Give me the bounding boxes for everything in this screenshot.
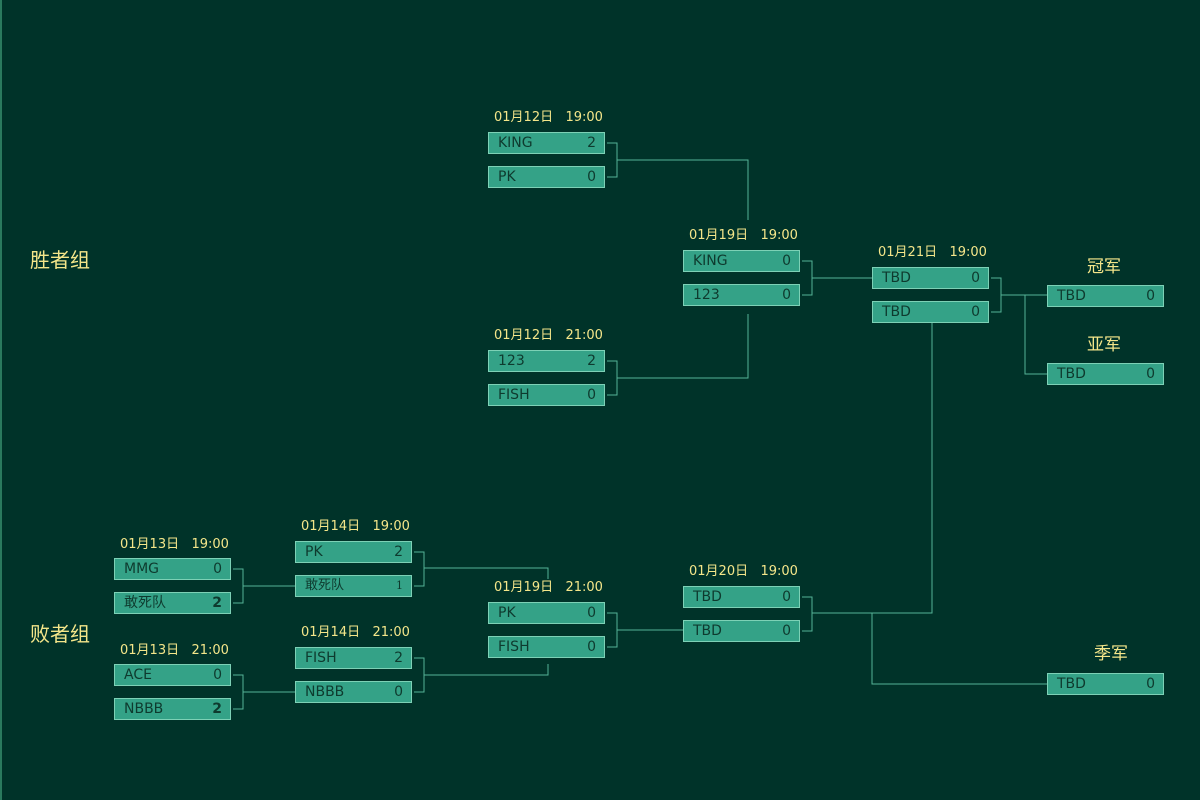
team-name: PK (305, 544, 323, 560)
team-score: 0 (587, 169, 596, 185)
third-place-label: 季军 (1094, 644, 1128, 664)
team-score: 0 (782, 623, 791, 639)
match-time: 01月13日 19:00 (120, 537, 229, 552)
champion-slot[interactable]: TBD 0 (1047, 285, 1164, 307)
team-name: KING (693, 253, 728, 269)
team-score: 0 (213, 561, 222, 577)
team-name: KING (498, 135, 533, 151)
team-name: PK (498, 169, 516, 185)
team-name: FISH (498, 639, 530, 655)
connector-l5-lf (607, 612, 683, 648)
team-score: 2 (394, 650, 403, 666)
team-score: 0 (971, 270, 980, 286)
third-place-slot[interactable]: TBD 0 (1047, 673, 1164, 695)
team-score: 0 (1146, 676, 1155, 692)
team-slot[interactable]: MMG 0 (114, 558, 231, 580)
team-score: 2 (212, 595, 222, 611)
champion-label: 冠军 (1087, 257, 1121, 277)
team-name: TBD (882, 304, 911, 320)
team-score: 0 (1146, 366, 1155, 382)
connector-l2-l4 (233, 674, 295, 710)
team-score: 2 (587, 135, 596, 151)
team-slot[interactable]: PK 0 (488, 166, 605, 188)
team-name: MMG (124, 561, 160, 577)
team-name: FISH (305, 650, 337, 666)
team-name: TBD (1057, 676, 1086, 692)
team-slot[interactable]: NBBB 0 (295, 681, 412, 703)
team-score: 0 (782, 589, 791, 605)
connector-lf-gf (812, 323, 933, 614)
team-slot[interactable]: PK 0 (488, 602, 605, 624)
team-score: 0 (971, 304, 980, 320)
connector-l4-l5 (414, 657, 549, 693)
team-name: NBBB (124, 701, 164, 717)
team-score: 1 (396, 579, 403, 592)
team-slot[interactable]: TBD 0 (872, 267, 989, 289)
runner-up-slot[interactable]: TBD 0 (1047, 363, 1164, 385)
team-slot[interactable]: PK 2 (295, 541, 412, 563)
team-name: 敢死队 (124, 595, 166, 611)
team-name: TBD (693, 589, 722, 605)
connector-gf-final (991, 277, 1047, 375)
team-score: 0 (213, 667, 222, 683)
team-slot[interactable]: 123 0 (683, 284, 800, 306)
team-name: TBD (693, 623, 722, 639)
team-name: FISH (498, 387, 530, 403)
team-name: TBD (882, 270, 911, 286)
losers-group-label: 败者组 (30, 622, 90, 646)
connector-wf-gf (802, 260, 872, 296)
team-score: 0 (782, 287, 791, 303)
runner-up-label: 亚军 (1087, 335, 1121, 355)
team-score: 2 (394, 544, 403, 560)
team-slot[interactable]: ACE 0 (114, 664, 231, 686)
match-time: 01月13日 21:00 (120, 643, 229, 658)
match-time: 01月14日 21:00 (301, 625, 410, 640)
team-slot[interactable]: FISH 0 (488, 636, 605, 658)
team-score: 0 (587, 639, 596, 655)
team-slot[interactable]: FISH 0 (488, 384, 605, 406)
team-name: ACE (124, 667, 152, 683)
team-score: 0 (587, 387, 596, 403)
team-name: TBD (1057, 288, 1086, 304)
team-score: 0 (1146, 288, 1155, 304)
team-name: 敢死队 (305, 578, 345, 593)
team-slot[interactable]: TBD 0 (683, 586, 800, 608)
team-name: NBBB (305, 684, 345, 700)
team-score: 2 (587, 353, 596, 369)
team-score: 0 (587, 605, 596, 621)
match-time: 01月19日 19:00 (689, 228, 798, 243)
team-name: TBD (1057, 366, 1086, 382)
team-slot[interactable]: FISH 2 (295, 647, 412, 669)
match-time: 01月21日 19:00 (878, 245, 987, 260)
team-slot[interactable]: 敢死队 2 (114, 592, 231, 614)
team-slot[interactable]: 敢死队 1 (295, 575, 412, 597)
match-time: 01月14日 19:00 (301, 519, 410, 534)
team-score: 0 (394, 684, 403, 700)
team-slot[interactable]: KING 2 (488, 132, 605, 154)
left-edge-divider (0, 0, 2, 800)
match-time: 01月12日 19:00 (494, 110, 603, 125)
team-score: 2 (212, 701, 222, 717)
team-slot[interactable]: NBBB 2 (114, 698, 231, 720)
connector-w2-wf (607, 314, 749, 396)
team-name: 123 (498, 353, 525, 369)
winners-group-label: 胜者组 (30, 248, 90, 272)
team-name: 123 (693, 287, 720, 303)
match-time: 01月20日 19:00 (689, 564, 798, 579)
match-time: 01月12日 21:00 (494, 328, 603, 343)
connector-lf-third (802, 596, 1047, 685)
team-slot[interactable]: 123 2 (488, 350, 605, 372)
team-slot[interactable]: TBD 0 (683, 620, 800, 642)
team-name: PK (498, 605, 516, 621)
match-time: 01月19日 21:00 (494, 580, 603, 595)
team-slot[interactable]: TBD 0 (872, 301, 989, 323)
connector-w1-wf (607, 142, 749, 220)
team-slot[interactable]: KING 0 (683, 250, 800, 272)
team-score: 0 (782, 253, 791, 269)
connector-l1-l3 (233, 568, 295, 604)
